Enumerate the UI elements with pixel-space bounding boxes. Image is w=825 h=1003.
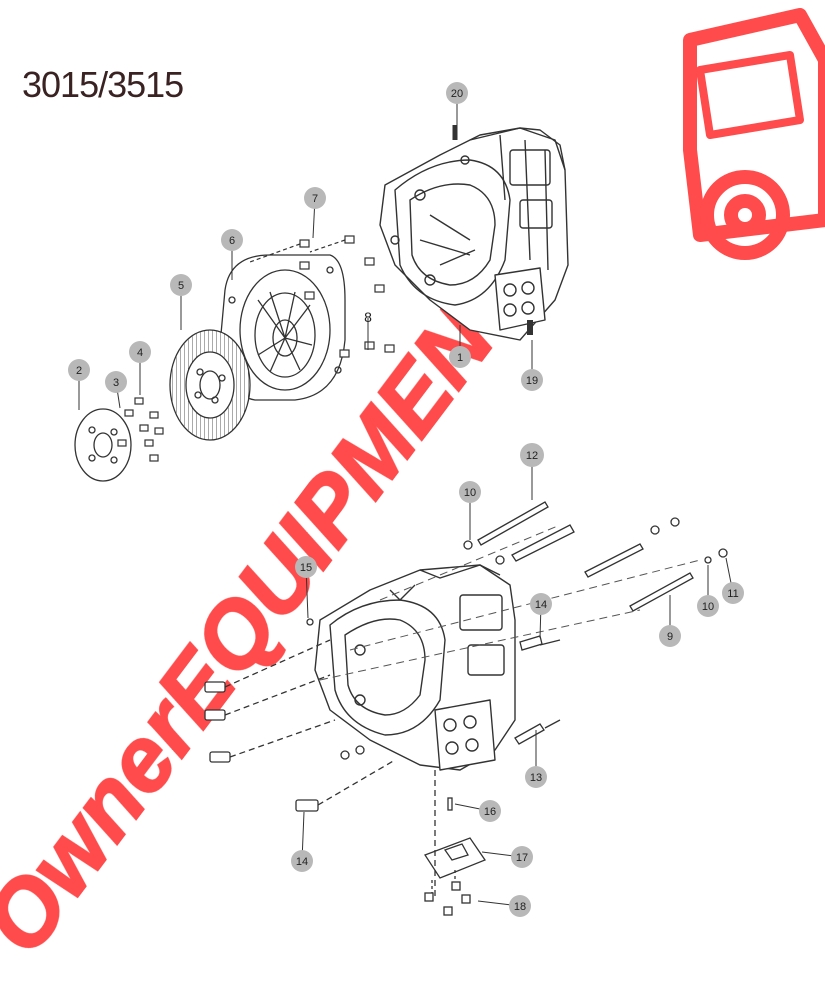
- callout-label: 20: [451, 88, 463, 100]
- callout-label: 4: [137, 347, 143, 359]
- callout-label: 13: [530, 772, 542, 784]
- callout-bubble: [697, 595, 719, 617]
- callout-bubble: [459, 481, 481, 503]
- callout-label: 17: [516, 852, 528, 864]
- model-title: 3015/3515: [22, 64, 184, 105]
- callout-bubble: [105, 371, 127, 393]
- friction-disc: [169, 329, 251, 441]
- callout-label: 16: [484, 806, 496, 818]
- callout-label: 11: [727, 588, 738, 600]
- callout-bubble: [291, 850, 313, 872]
- callout-bubble: [295, 556, 317, 578]
- callout-bubble: [170, 274, 192, 296]
- callout-label: 10: [702, 601, 714, 613]
- cover-plate-assembly: [424, 770, 486, 916]
- callout-bubble: [129, 341, 151, 363]
- callout-label: 1: [457, 352, 463, 364]
- alignment-lines: [319, 524, 701, 681]
- callout-label: 2: [76, 365, 82, 377]
- callout-bubble: [520, 443, 544, 467]
- side-bolts: [204, 618, 561, 812]
- callout-bubble: [449, 346, 471, 368]
- callout-bubble: [511, 846, 533, 868]
- callout-label: 7: [312, 193, 318, 205]
- callout-label: 6: [229, 235, 235, 247]
- callout-bubble: [722, 582, 744, 604]
- callout-label: 18: [514, 901, 526, 913]
- tractor-watermark-icon: [683, 8, 825, 260]
- hub-bolts: [117, 397, 164, 462]
- callout-label: 14: [535, 599, 547, 611]
- callout-label: 10: [464, 487, 476, 499]
- callout-label: 5: [178, 280, 184, 292]
- watermark-graphic: OwnerEQUIPMENT: [0, 8, 825, 973]
- callout-bubble: [68, 359, 90, 381]
- callout-label: 12: [526, 450, 538, 462]
- callout-bubble: [509, 895, 531, 917]
- callout-label: 19: [526, 375, 538, 387]
- callout-bubble: [525, 766, 547, 788]
- drive-hub: [74, 408, 132, 482]
- callout-bubble: [446, 82, 468, 104]
- callout-bubble: [530, 593, 552, 615]
- callout-bubble: [221, 229, 243, 251]
- lower-clutch-housing: [314, 564, 516, 771]
- pressure-plate-bolts: [249, 235, 395, 358]
- callout-bubble: [304, 187, 326, 209]
- upper-clutch-housing: [379, 125, 569, 341]
- callout-label: 14: [296, 856, 308, 868]
- callout-bubble: [659, 625, 681, 647]
- callout-label: 3: [113, 377, 119, 389]
- callout-bubble: [521, 369, 543, 391]
- callout-label: 8: [364, 309, 372, 325]
- long-studs: [463, 501, 728, 745]
- callout-bubble: [479, 800, 501, 822]
- callout-label: 15: [300, 562, 312, 574]
- callout-label: 9: [667, 631, 673, 643]
